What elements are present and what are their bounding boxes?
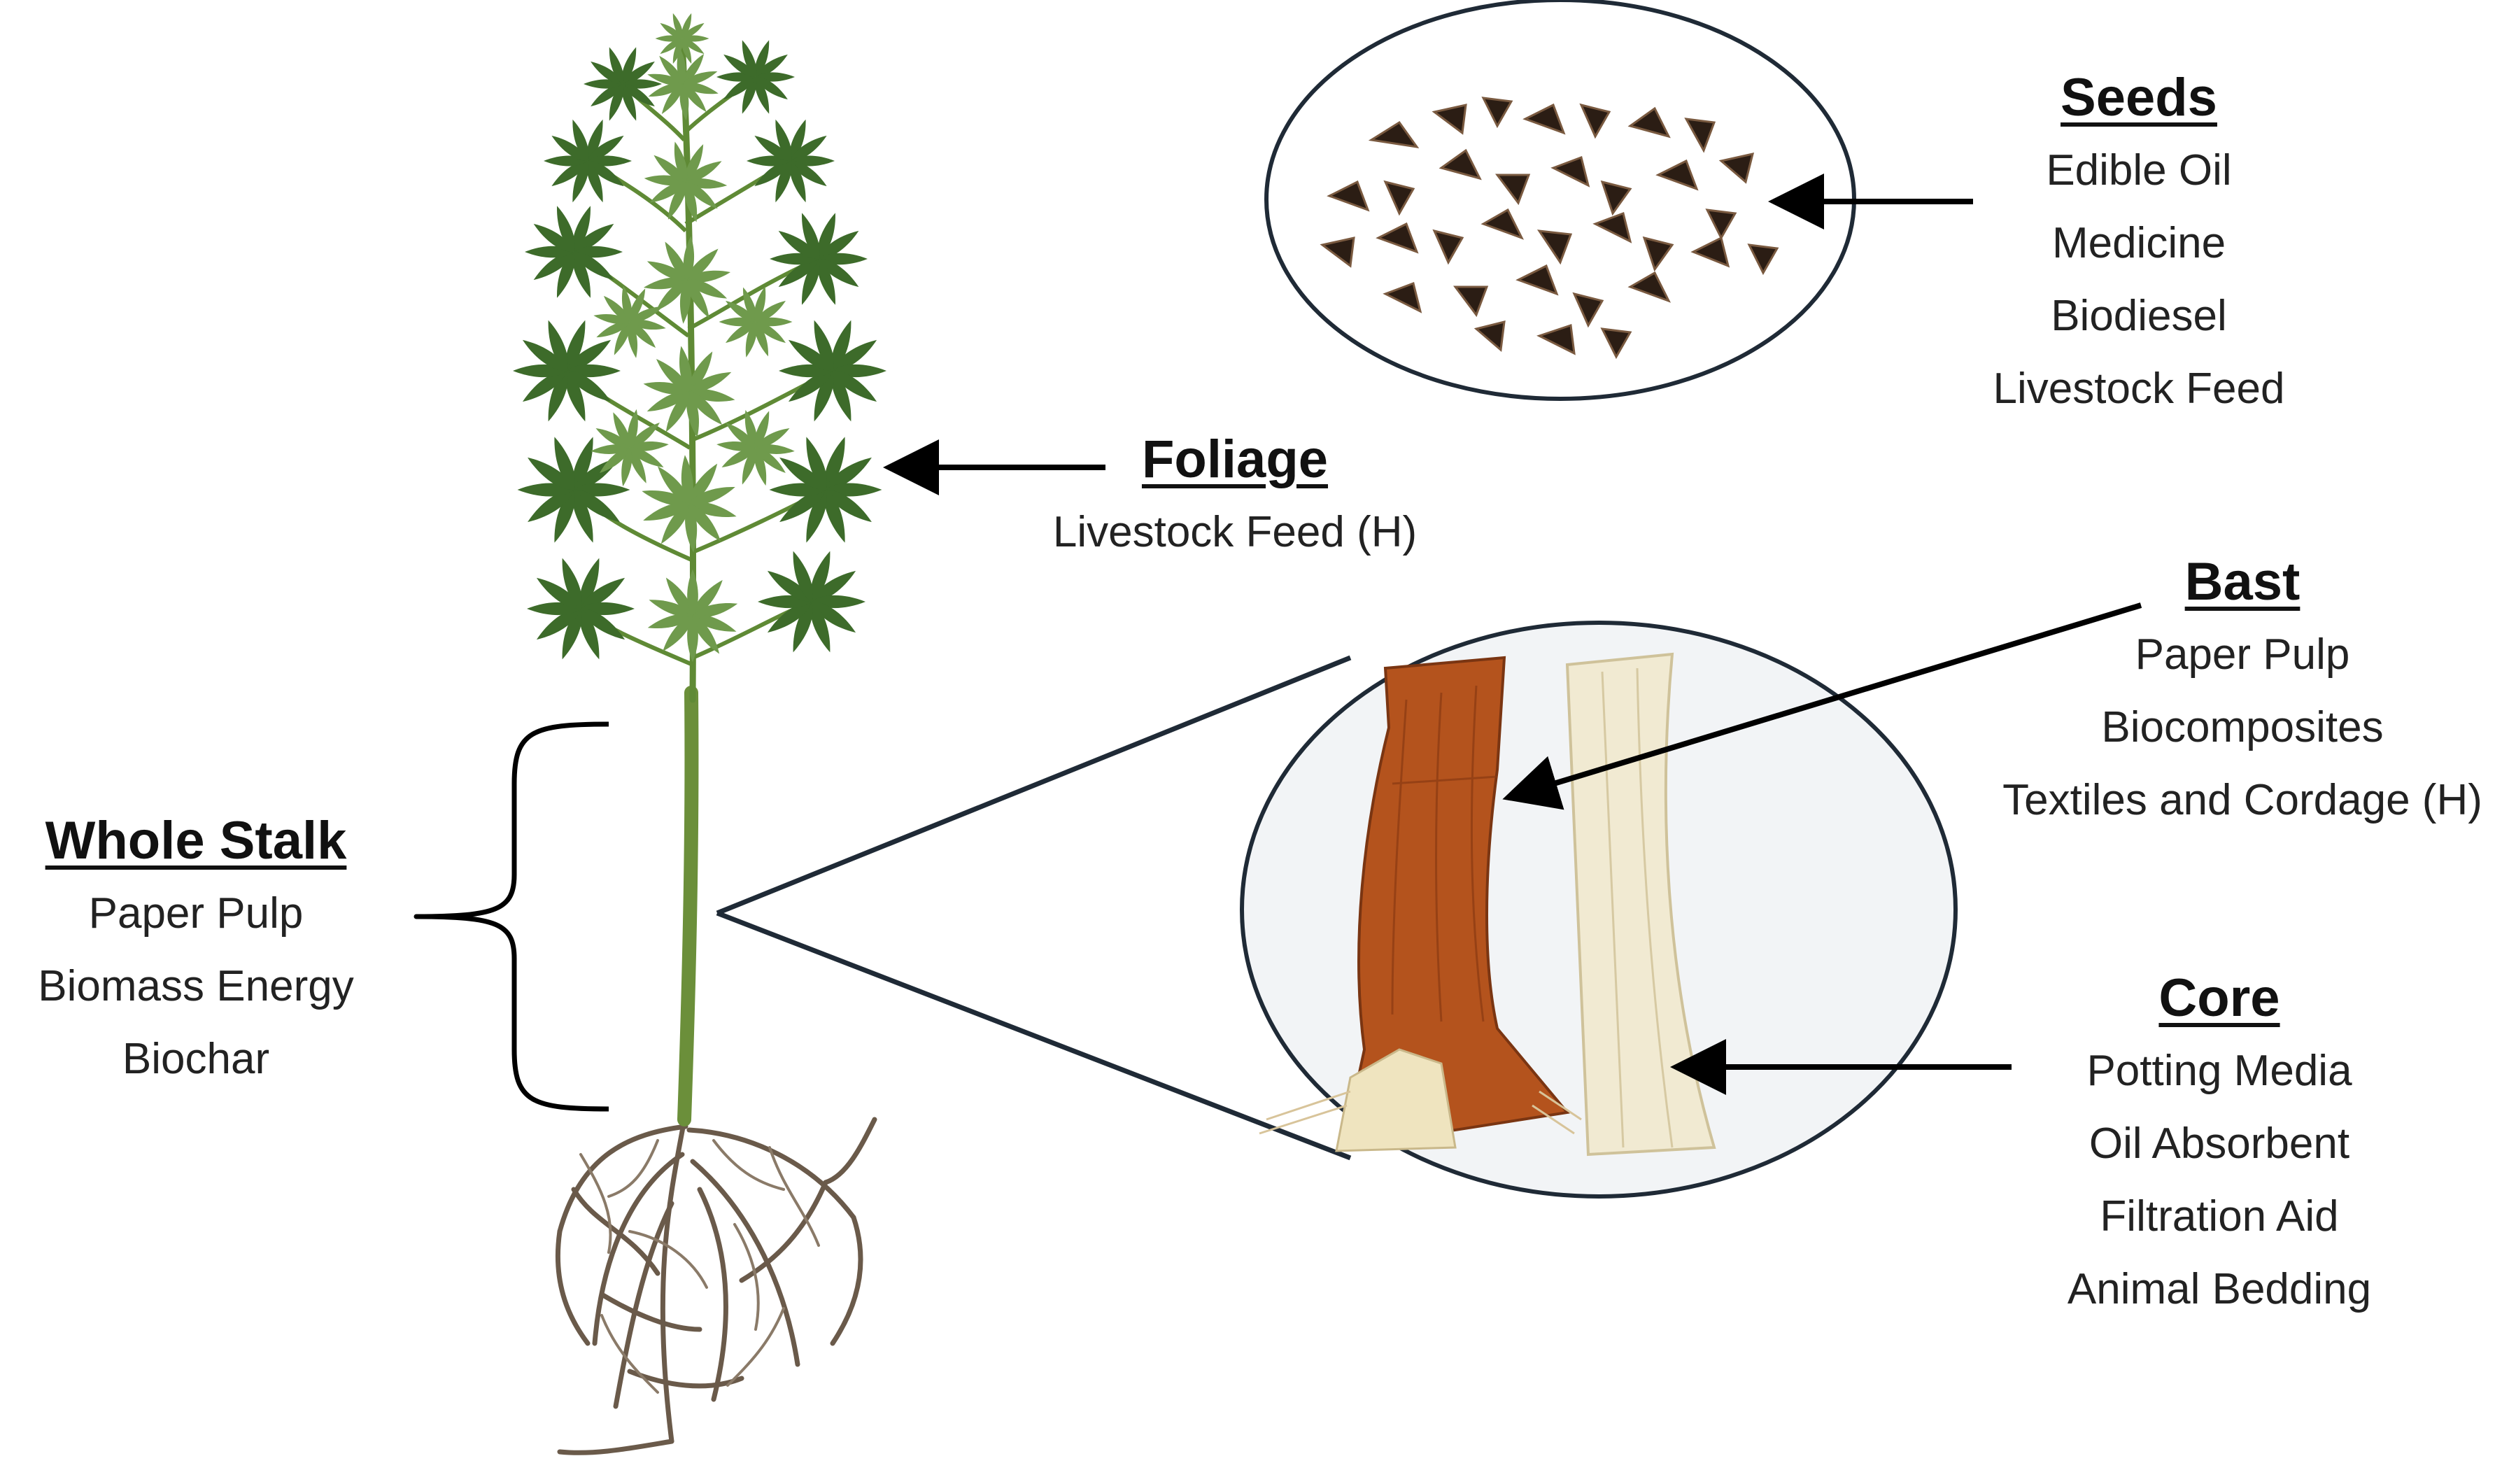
arrows	[883, 174, 2142, 1095]
whole-stalk-label-group: Whole Stalk Paper Pulp Biomass Energy Bi…	[38, 805, 353, 1096]
core-use-item: Oil Absorbent	[2089, 1119, 2350, 1168]
seeds-use-item: Biodiesel	[2051, 292, 2227, 340]
seeds-title: Seeds	[2061, 68, 2217, 127]
seeds-use-item: Edible Oil	[2046, 146, 2232, 195]
plant-stalk	[677, 686, 699, 1126]
bast-title: Bast	[2184, 552, 2301, 612]
bast-fiber-piece	[1259, 656, 1582, 1152]
bast-use-item: Biocomposites	[2101, 703, 2384, 751]
core-hurd-piece	[1565, 652, 1716, 1157]
seeds-use-item: Medicine	[2051, 219, 2226, 267]
bast-arrow	[1502, 602, 2142, 810]
whole-stalk-bracket	[414, 721, 609, 1112]
stalk-section-image	[1240, 621, 1958, 1199]
core-label-group: Core Potting Media Oil Absorbent Filtrat…	[2068, 962, 2371, 1326]
core-use-item: Potting Media	[2086, 1047, 2352, 1095]
hemp-plant-illustration	[513, 12, 886, 1455]
zoom-lines	[716, 655, 1352, 1161]
bast-use-item: Textiles and Cordage (H)	[2002, 776, 2482, 824]
seed-pile	[1320, 97, 1779, 360]
whole-stalk-use-item: Biochar	[122, 1035, 270, 1083]
foliage-title: Foliage	[1141, 430, 1329, 489]
whole-stalk-title: Whole Stalk	[45, 811, 347, 870]
whole-stalk-use-item: Paper Pulp	[88, 889, 304, 938]
foliage-leaves	[513, 12, 886, 674]
fine-roots	[579, 1139, 820, 1394]
foliage-label-group: Foliage Livestock Feed (H)	[1053, 423, 1417, 569]
seeds-image	[1264, 0, 1856, 401]
whole-stalk-use-item: Biomass Energy	[38, 962, 354, 1010]
core-use-item: Animal Bedding	[2067, 1265, 2372, 1313]
bast-label-group: Bast Paper Pulp Biocomposites Textiles a…	[2002, 546, 2482, 837]
core-use-item: Filtration Aid	[2100, 1192, 2339, 1241]
seeds-use-item: Livestock Feed	[1993, 365, 2285, 413]
bast-use-item: Paper Pulp	[2135, 630, 2350, 679]
seeds-label-group: Seeds Edible Oil Medicine Biodiesel Live…	[1993, 62, 2285, 425]
root-system	[555, 1110, 877, 1455]
foliage-use-item: Livestock Feed (H)	[1052, 508, 1418, 556]
core-title: Core	[2158, 968, 2280, 1028]
